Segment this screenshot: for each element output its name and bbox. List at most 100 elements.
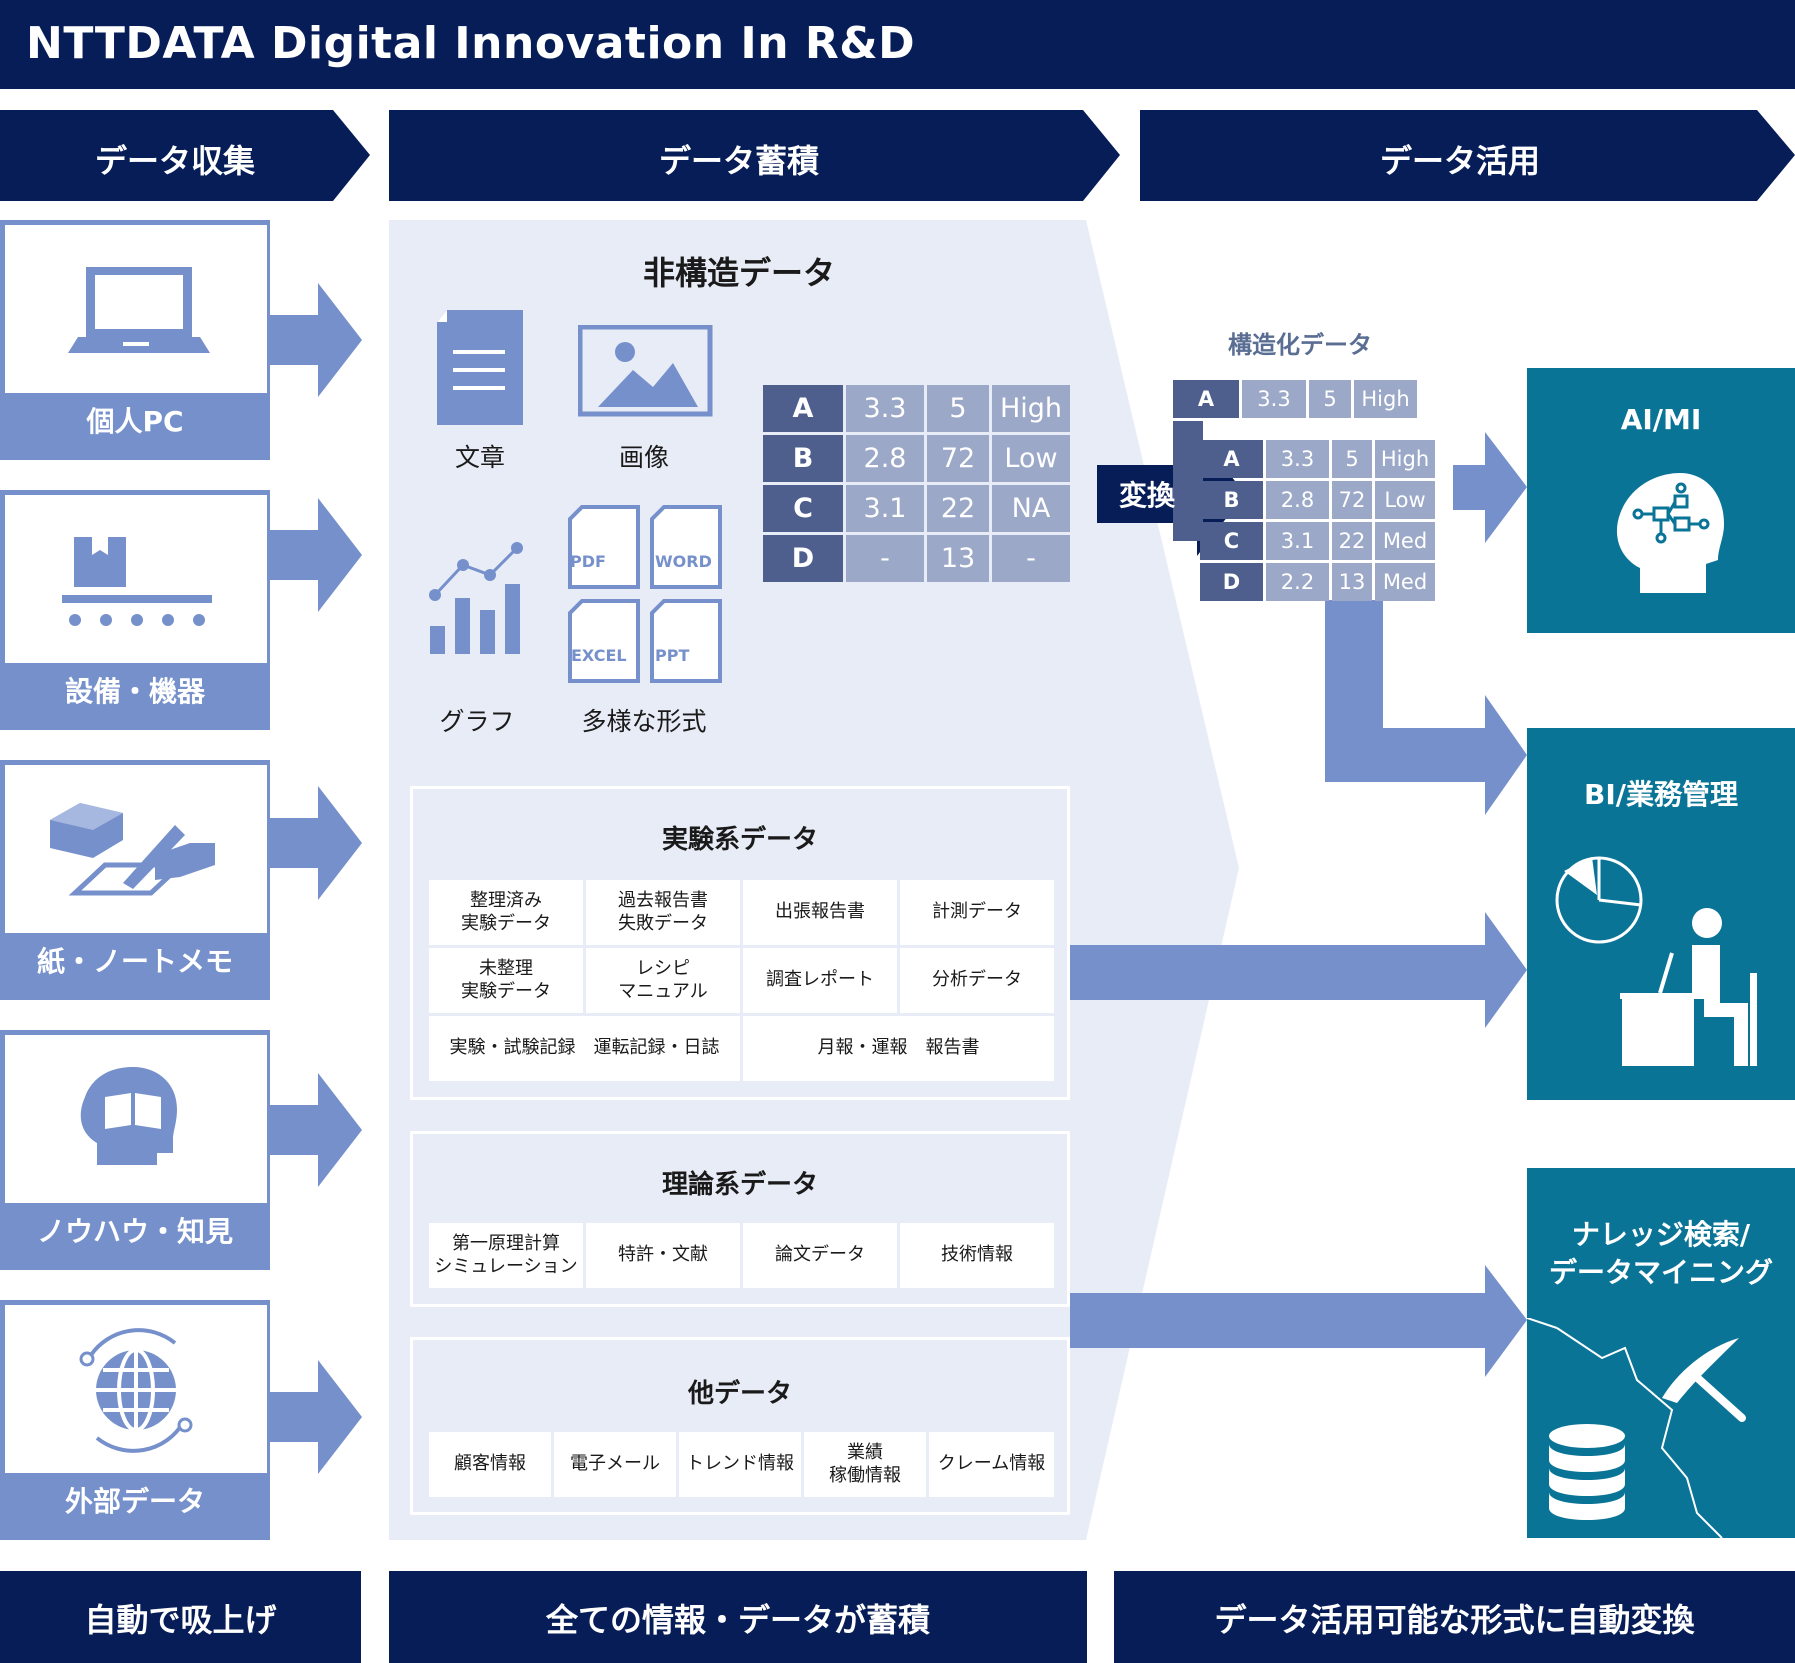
table-cell: 13 (1332, 563, 1372, 601)
table-row-key: A (1173, 380, 1239, 418)
table-cell: 13 (927, 535, 989, 582)
table-cell: 72 (1332, 481, 1372, 519)
table-row-key: D (1200, 563, 1263, 601)
table-row-key: D (763, 535, 843, 582)
usage-knowledge-mining: ナレッジ検索/ データマイニング (1527, 1168, 1795, 1538)
other-cell: 業績 稼働情報 (804, 1432, 926, 1497)
bottom-bar-use: データ活用可能な形式に自動変換 (1114, 1571, 1795, 1663)
file-type-word: WORD (655, 552, 712, 571)
experimental-cell: 月報・運報 報告書 (743, 1016, 1054, 1081)
conveyor-icon (62, 537, 212, 626)
arrow-source-1 (270, 283, 362, 397)
table-row-key: C (763, 485, 843, 532)
table-row-key: A (763, 385, 843, 432)
table-cell: 2.8 (846, 435, 924, 482)
stage-chevron-collect (0, 110, 370, 201)
table-cell: 5 (927, 385, 989, 432)
experimental-cell: 計測データ (900, 880, 1054, 945)
image-icon (578, 325, 713, 417)
structured-label: 構造化データ (1228, 331, 1372, 359)
other-data-panel: 他データ 顧客情報 電子メール トレンド情報 業績 稼働情報 クレーム情報 (410, 1337, 1070, 1515)
arrow-source-3 (270, 786, 362, 900)
table-cell: Med (1375, 522, 1435, 560)
table-cell: 2.8 (1266, 481, 1329, 519)
experimental-cell: 未整理 実験データ (429, 948, 583, 1013)
source-label: ノウハウ・知見 (36, 1215, 233, 1248)
graph-icon (429, 542, 523, 654)
table-cell: Med (1375, 563, 1435, 601)
table-row-key: A (1200, 440, 1263, 478)
ai-head-icon (1616, 473, 1724, 593)
usage-ai-mi: AI/MI (1527, 368, 1795, 633)
table-cell: - (846, 535, 924, 582)
experimental-cell: レシピ マニュアル (586, 948, 740, 1013)
page-title: NTTDATA Digital Innovation In R&D (26, 18, 916, 69)
table-cell: Low (992, 435, 1070, 482)
theoretical-cell: 特許・文献 (586, 1223, 740, 1288)
arrow-structured-to-bi (1325, 600, 1527, 815)
experimental-cell: 実験・試験記録 運転記録・日誌 (429, 1016, 740, 1081)
table-cell: 3.1 (846, 485, 924, 532)
usage-bi: BI/業務管理 (1527, 728, 1795, 1100)
caption-document: 文章 (454, 443, 505, 472)
table-row-key: B (1200, 481, 1263, 519)
arrow-experimental-to-bi (1070, 912, 1527, 1028)
source-equipment: 設備・機器 (0, 490, 270, 730)
theoretical-cell: 技術情報 (900, 1223, 1054, 1288)
table-stack-edge (1173, 421, 1203, 541)
stage-label-use: データ活用 (1379, 142, 1540, 180)
table-cell: 3.3 (1266, 440, 1329, 478)
table-cell: 3.3 (1242, 380, 1306, 418)
table-cell: 3.1 (1266, 522, 1329, 560)
source-label: 設備・機器 (64, 675, 205, 708)
experimental-title: 実験系データ (661, 825, 818, 855)
bottom-label: 自動で吸上げ (84, 1601, 277, 1639)
experimental-cell: 整理済み 実験データ (429, 880, 583, 945)
mining-database-icon (1527, 1318, 1746, 1538)
experimental-cell: 調査レポート (743, 948, 897, 1013)
table-cell: High (1354, 380, 1417, 418)
theoretical-title: 理論系データ (661, 1170, 818, 1200)
table-cell: 5 (1309, 380, 1351, 418)
experimental-cell: 出張報告書 (743, 880, 897, 945)
bottom-label: データ活用可能な形式に自動変換 (1214, 1601, 1695, 1639)
usage-title: BI/業務管理 (1584, 778, 1738, 811)
source-external-data: 外部データ (0, 1300, 270, 1540)
caption-image: 画像 (618, 443, 669, 472)
source-label: 個人PC (86, 405, 184, 438)
globe-icon (79, 1328, 193, 1453)
convert-label: 変換 (1118, 479, 1175, 512)
source-knowhow: ノウハウ・知見 (0, 1030, 270, 1270)
stage-chevron-use (1140, 110, 1795, 201)
bottom-label: 全ての情報・データが蓄積 (545, 1601, 930, 1639)
caption-formats: 多様な形式 (581, 707, 707, 736)
file-type-pdf: PDF (570, 552, 606, 571)
table-cell: 22 (1332, 522, 1372, 560)
file-formats-icon (568, 505, 722, 683)
table-row-key: B (763, 435, 843, 482)
usage-title: ナレッジ検索/ データマイニング (1548, 1218, 1773, 1289)
bottom-bar-store: 全ての情報・データが蓄積 (389, 1571, 1087, 1663)
experimental-cell: 分析データ (900, 948, 1054, 1013)
table-cell: 22 (927, 485, 989, 532)
usage-title: AI/MI (1620, 403, 1702, 436)
table-cell: Low (1375, 481, 1435, 519)
other-cell: クレーム情報 (929, 1432, 1054, 1497)
bi-chart-desk-icon (1555, 856, 1757, 1066)
table-cell: 5 (1332, 440, 1372, 478)
paper-writing-icon (50, 803, 215, 896)
table-cell: 2.2 (1266, 563, 1329, 601)
stage-chevron-store (389, 110, 1120, 201)
theoretical-data-panel: 理論系データ 第一原理計算 シミュレーション 特許・文献 論文データ 技術情報 (410, 1131, 1070, 1307)
stage-label-store: データ蓄積 (658, 142, 819, 180)
stage-label-collect: データ収集 (94, 142, 255, 180)
table-cell: High (1375, 440, 1435, 478)
knowledge-head-icon (80, 1067, 177, 1165)
stage-chevrons (0, 110, 1795, 201)
arrow-theory-to-mining (1070, 1265, 1527, 1377)
document-icon (437, 310, 523, 425)
table-cell: NA (992, 485, 1070, 532)
other-cell: トレンド情報 (679, 1432, 801, 1497)
file-type-excel: EXCEL (571, 646, 627, 665)
